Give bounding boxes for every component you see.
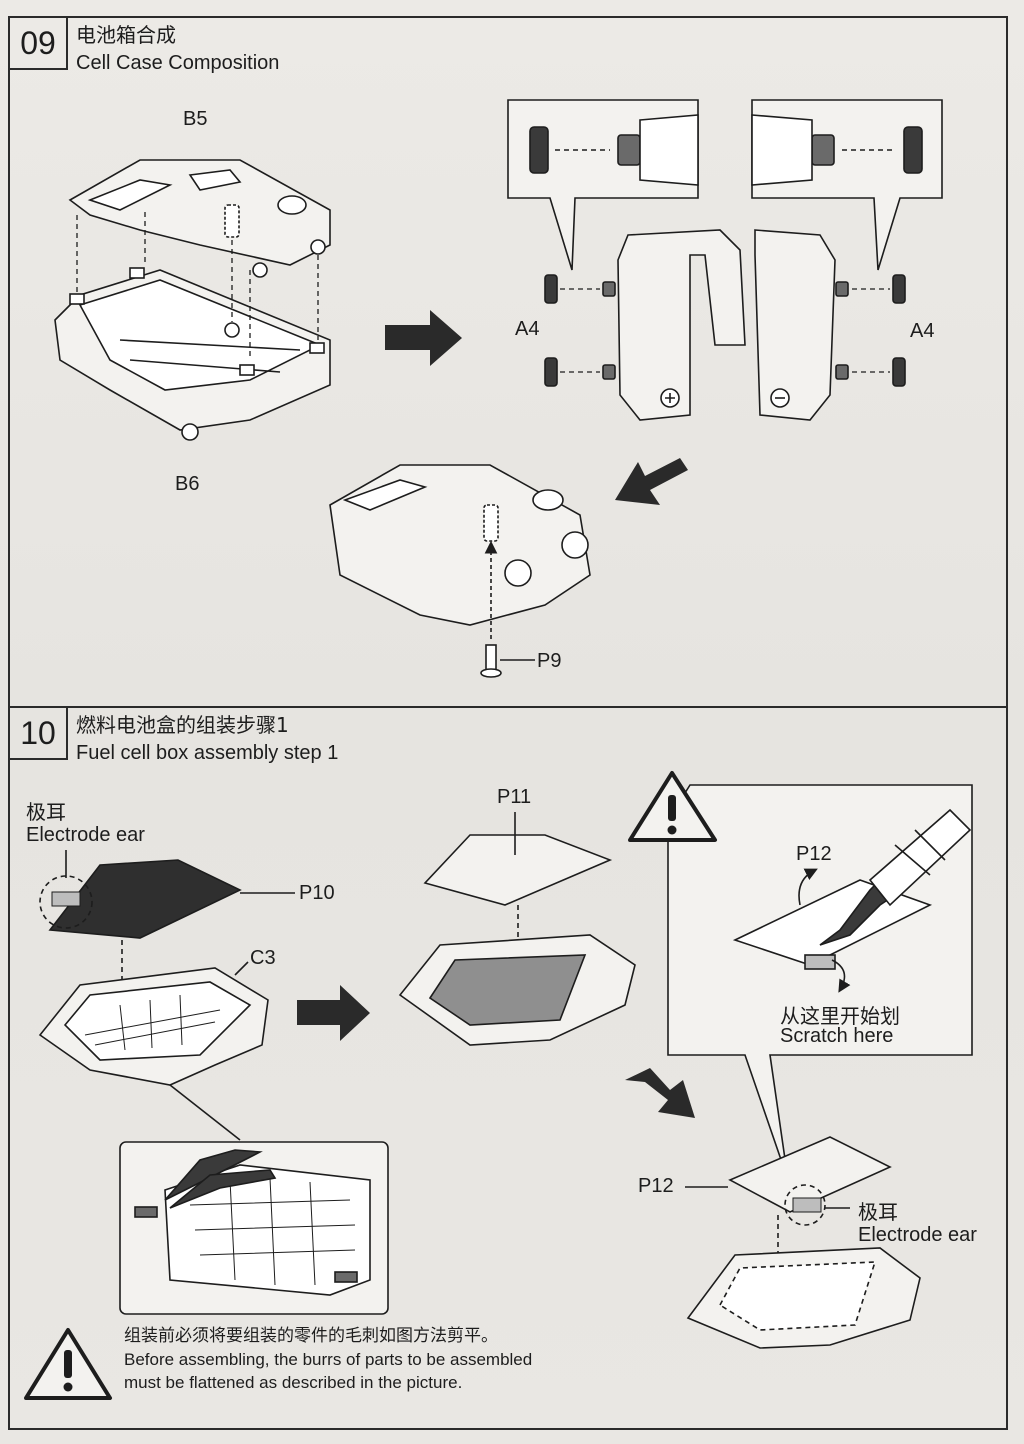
- a4-detail-callouts: [507, 99, 943, 271]
- step-number: 10: [10, 708, 68, 760]
- arrow-down-right-icon: [625, 1068, 695, 1118]
- step-10-panel: 10 燃料电池盒的组装步骤1 Fuel cell box assembly st…: [8, 706, 1008, 1430]
- warning-text-en-line1: Before assembling, the burrs of parts to…: [124, 1350, 533, 1369]
- electrode-ear-label-cn-2: 极耳: [858, 1200, 898, 1224]
- scratch-here-label-cn: 从这里开始划: [780, 1004, 900, 1028]
- arrow-right-icon: [297, 985, 370, 1041]
- electrode-ear-label-en: Electrode ear: [26, 824, 145, 846]
- step-title-cn: 燃料电池盒的组装步骤1: [76, 713, 289, 737]
- arrow-right-icon: [385, 310, 462, 366]
- warning-text-cn: 组装前必须将要组装的零件的毛刺如图方法剪平。: [124, 1326, 498, 1346]
- part-label-p9: P9: [537, 650, 562, 672]
- part-label-c3: C3: [250, 947, 276, 969]
- step-title-en: Fuel cell box assembly step 1: [76, 742, 339, 764]
- electrode-ear-label-en-2: Electrode ear: [858, 1224, 977, 1246]
- cutting-detail-box: [119, 1141, 389, 1315]
- c3-tray-drawing: [38, 961, 269, 1141]
- p11-assembly-drawing: [398, 812, 636, 1046]
- cell-case-exploded-drawing: [54, 159, 331, 441]
- part-label-a4-right: A4: [910, 320, 935, 342]
- part-label-p11: P11: [497, 786, 532, 808]
- step-title-en: Cell Case Composition: [76, 52, 280, 74]
- cell-case-halves-drawing: [544, 229, 906, 421]
- scratch-here-label-en: Scratch here: [780, 1025, 894, 1047]
- warning-triangle-icon: [24, 1328, 112, 1400]
- part-label-b6: B6: [175, 473, 200, 495]
- arrow-down-left-icon: [615, 458, 688, 505]
- part-label-b5: B5: [183, 108, 208, 130]
- part-label-a4-left: A4: [515, 318, 540, 340]
- step-title-cn: 电池箱合成: [76, 23, 176, 47]
- nippers-icon: [164, 1149, 277, 1209]
- warning-text-en-line2: must be flattened as described in the pi…: [124, 1373, 463, 1392]
- screwdriver-icon: [819, 808, 972, 946]
- scratch-callout: [667, 784, 973, 1181]
- assembled-cell-case-drawing: [329, 464, 591, 678]
- part-label-p12-callout: P12: [796, 843, 832, 865]
- part-label-p12: P12: [638, 1175, 674, 1197]
- p12-assembly-drawing: [685, 1136, 921, 1349]
- electrode-ear-label-cn: 极耳: [26, 800, 66, 824]
- warning-triangle-icon: [628, 771, 717, 842]
- part-label-p10: P10: [299, 882, 335, 904]
- warning-note: 组装前必须将要组装的零件的毛刺如图方法剪平。 Before assembling…: [124, 1325, 532, 1394]
- step-number: 09: [10, 18, 68, 70]
